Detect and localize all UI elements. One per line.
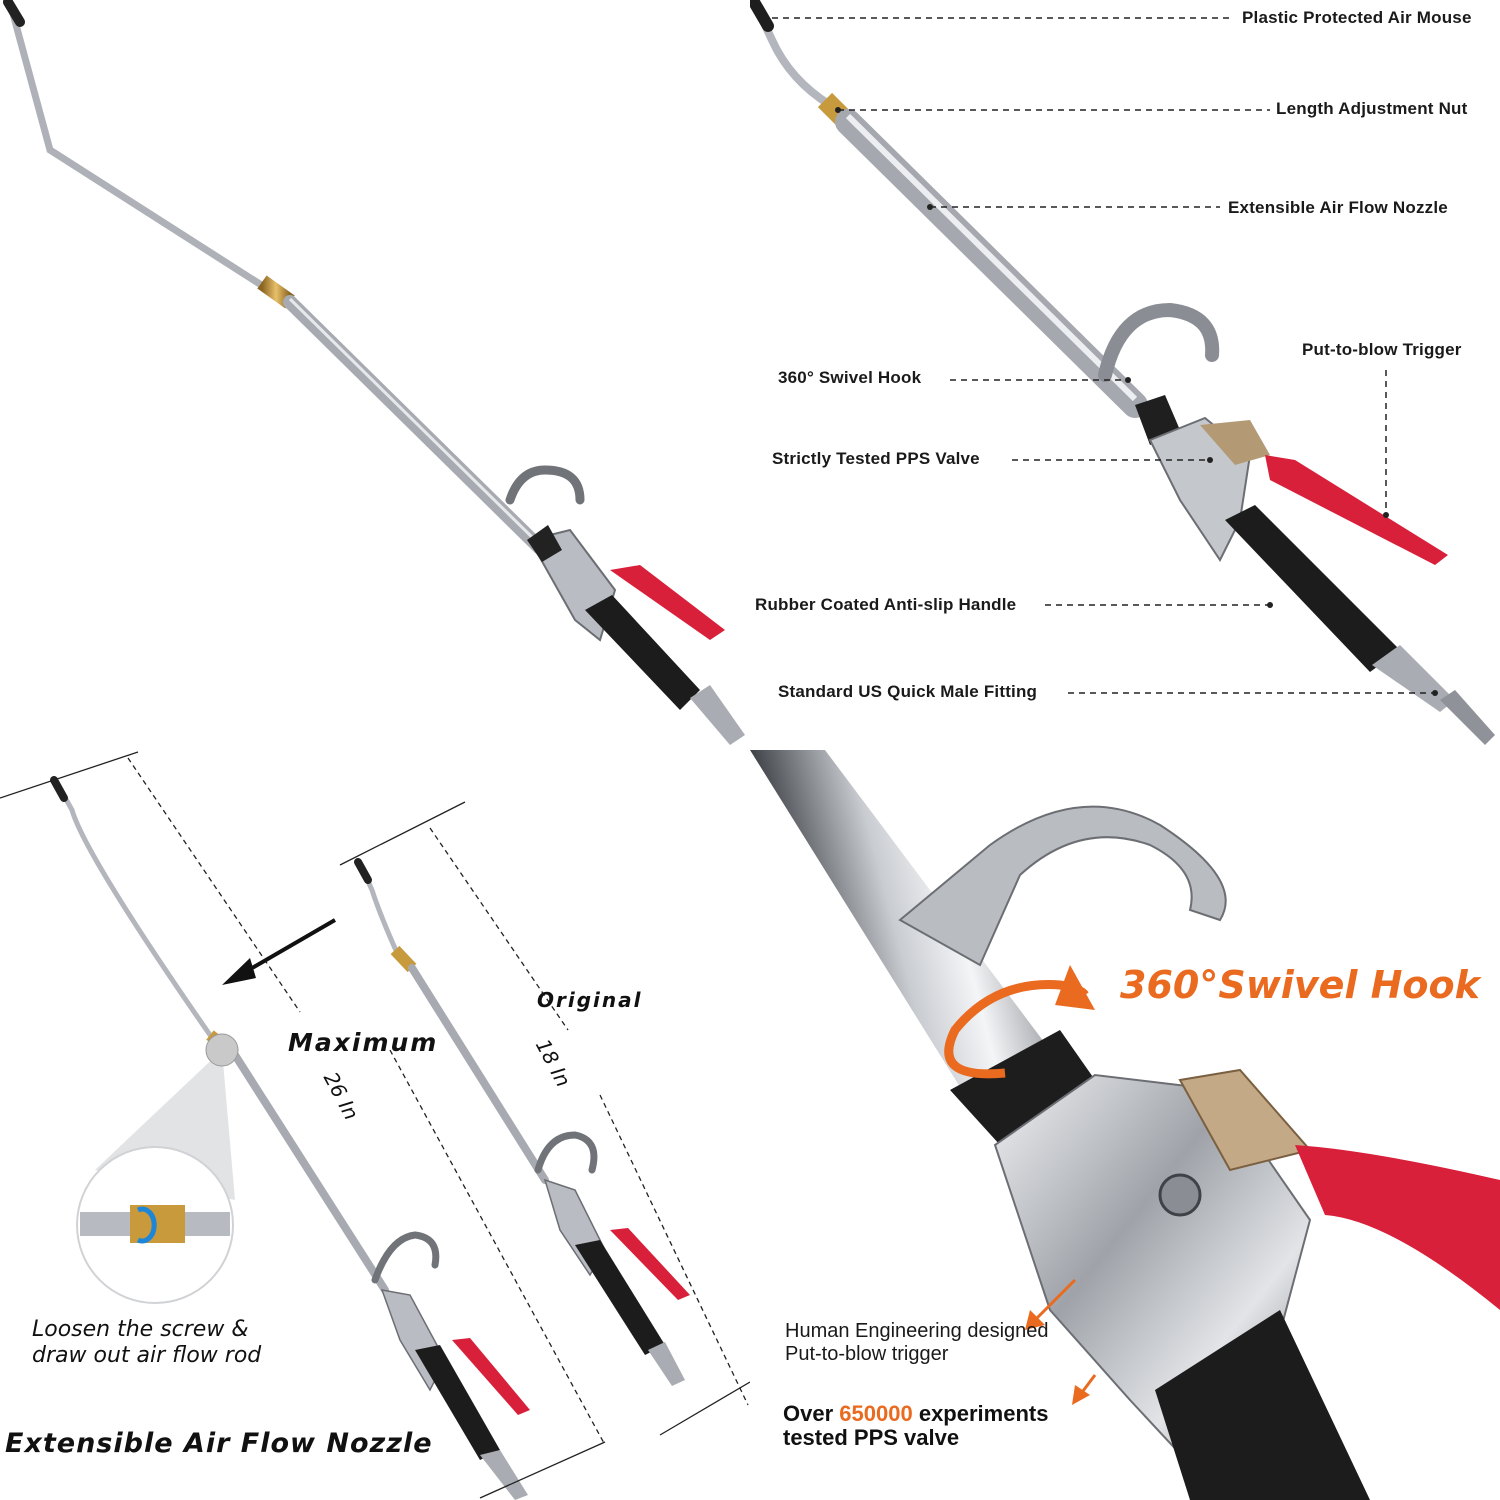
callout-adjust-nut: Length Adjustment Nut <box>1276 99 1468 118</box>
callout-swivel-hook: 360° Swivel Hook <box>778 368 922 387</box>
panel-labeled-gun: Plastic Protected Air Mouse Length Adjus… <box>750 0 1500 750</box>
screw-note-line2: draw out air flow rod <box>32 1343 262 1368</box>
callout-extensible-nozzle: Extensible Air Flow Nozzle <box>1228 198 1448 217</box>
maximum-label: Maximum <box>288 1028 439 1057</box>
valve-note-line2: tested PPS valve <box>783 1425 960 1450</box>
swivel-hook-title: 360°Swivel Hook <box>1120 963 1480 1007</box>
panel-full-gun <box>0 0 750 750</box>
valve-rest: experiments <box>918 1401 1049 1426</box>
trigger-note-line1: Human Engineering designed <box>785 1320 1049 1342</box>
screw-note-line1: Loosen the screw & <box>32 1317 249 1342</box>
valve-over: Over <box>783 1401 834 1426</box>
air-gun-illustration <box>3 0 745 745</box>
callout-fitting: Standard US Quick Male Fitting <box>778 682 1038 701</box>
callout-trigger: Put-to-blow Trigger <box>1302 340 1462 359</box>
callout-lines <box>772 17 1435 694</box>
closeup-illustration <box>750 750 1500 1500</box>
panel-closeup <box>750 750 1500 1500</box>
length-comparison-illustration <box>0 751 750 1500</box>
callout-handle: Rubber Coated Anti-slip Handle <box>755 595 1017 614</box>
original-label: Original <box>537 988 643 1012</box>
callout-plastic-mouse: Plastic Protected Air Mouse <box>1242 8 1472 27</box>
panel-length-comparison: Original 18 In Maximum 26 In Loosen the … <box>0 750 750 1500</box>
valve-count: 650000 <box>839 1401 913 1426</box>
extensible-nozzle-title: Extensible Air Flow Nozzle <box>5 1428 433 1459</box>
callout-pps-valve: Strictly Tested PPS Valve <box>772 449 980 468</box>
trigger-note-line2: Put-to-blow trigger <box>785 1343 949 1365</box>
labeled-gun-illustration <box>750 0 1495 745</box>
valve-note-line1: Over 650000 experiments <box>783 1402 1048 1426</box>
